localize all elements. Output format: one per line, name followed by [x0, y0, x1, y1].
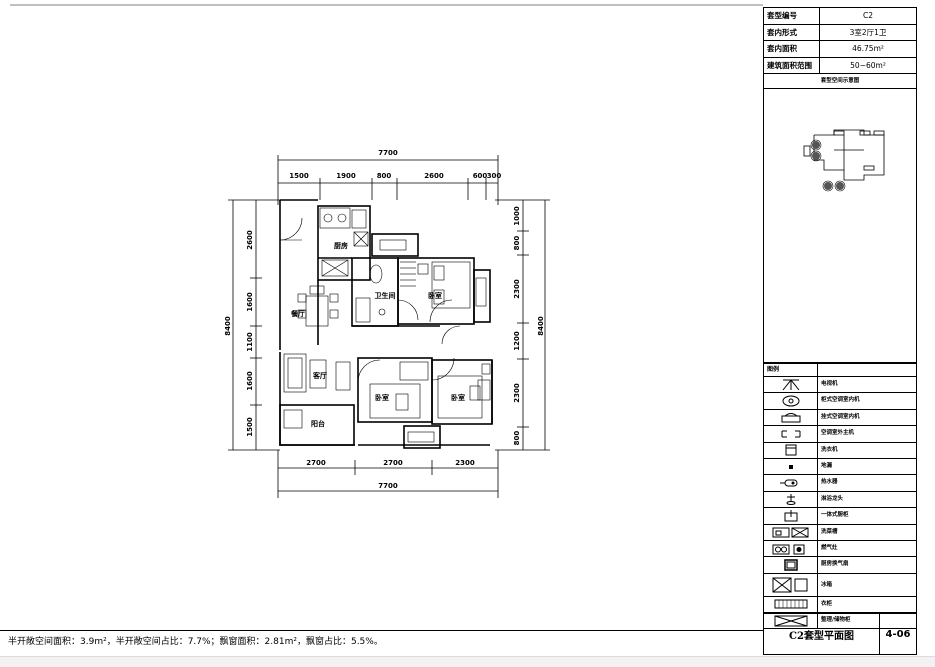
legend-item: 热水器: [764, 475, 916, 492]
ac-outdoor-icon: [781, 430, 800, 438]
info-row-range: 建筑面积范围 50~60m²: [764, 57, 916, 74]
legend: 图例 电视机 柜式空调室内机 挂式空调室内机 空调室外主机 洗衣机 地漏 热水: [764, 363, 916, 630]
dim-right-1: 1000: [513, 206, 521, 226]
dim-top-total: 7700: [378, 149, 398, 157]
legend-item: 淋浴龙头: [764, 491, 916, 509]
shower-icon: [786, 494, 795, 506]
drawing-number: 4-06: [885, 628, 911, 640]
info-panel: 套型编号 C2 套内形式 3室2厅1卫 套内面积 46.75m² 建筑面积范围 …: [763, 7, 917, 655]
room-bedroom-3: 卧室: [451, 393, 465, 402]
info-row-area: 套内面积 46.75m²: [764, 41, 916, 58]
info-row-code: 套型编号 C2: [764, 8, 916, 25]
footer-divider: [0, 630, 763, 631]
legend-item: 冰箱: [764, 573, 916, 597]
legend-item: 燃气灶: [764, 540, 916, 558]
window-bottom-strip: [0, 656, 935, 667]
dim-top-2: 1900: [336, 172, 356, 180]
dim-right-3: 2300: [513, 279, 521, 299]
dim-left-1: 2600: [246, 230, 254, 250]
dim-top-6: 300: [487, 172, 502, 180]
legend-item: 整理/储物柜: [764, 613, 916, 630]
dim-top-1: 1500: [289, 172, 309, 180]
dim-left-total: 8400: [224, 316, 232, 336]
integrated-cabinet-icon: [784, 509, 797, 522]
dim-bottom-total: 7700: [378, 482, 398, 490]
legend-item: 一体式厨柜: [764, 508, 916, 525]
legend-item: 空调室外主机: [764, 426, 916, 443]
drawing-title: C2套型平面图: [764, 614, 880, 654]
electric-box-icon: [782, 379, 799, 390]
legend-item: 地漏: [764, 458, 916, 476]
fridge-icon: [772, 577, 807, 593]
dim-top-5: 600: [473, 172, 488, 180]
water-heater-icon: [779, 479, 797, 487]
title-bar: C2套型平面图 4-06: [764, 613, 916, 654]
dim-right-6: 800: [513, 431, 521, 446]
dim-left-5: 1500: [246, 417, 254, 437]
legend-item: 衣柜: [764, 596, 916, 614]
room-dining: 餐厅: [290, 309, 305, 318]
dim-left-2: 1600: [246, 292, 254, 312]
washer-icon: [785, 444, 796, 456]
floor-plan: 7700 1500 1900 800 2600 600 300 2700 270…: [10, 4, 763, 498]
legend-item: 柜式空调室内机: [764, 393, 916, 410]
space-diagram: [764, 90, 916, 363]
dim-bottom-1: 2700: [306, 459, 326, 467]
wall-ac-icon: [781, 413, 800, 423]
area-footnote: 半开敞空间面积：3.9m²，半开敞空间占比：7.7%；飘窗面积：2.81m²，飘…: [8, 637, 383, 647]
stove-icon: [772, 527, 808, 538]
dim-top-4: 2600: [424, 172, 444, 180]
dim-right-5: 2300: [513, 383, 521, 403]
room-living: 客厅: [312, 371, 327, 380]
gas-meter-icon: [772, 544, 804, 555]
dim-left-4: 1600: [246, 371, 254, 391]
dim-bottom-3: 2300: [455, 459, 475, 467]
range-hood-icon: [783, 559, 798, 571]
room-bath: 卫生间: [375, 291, 396, 300]
legend-item: 电视机: [764, 377, 916, 394]
cabinet-ac-icon: [782, 395, 799, 407]
legend-item: 厨房换气扇: [764, 557, 916, 574]
dim-right-total: 8400: [537, 316, 545, 336]
dim-bottom-2: 2700: [383, 459, 403, 467]
room-kitchen: 厨房: [334, 241, 348, 250]
legend-item: 挂式空调室内机: [764, 409, 916, 427]
legend-item: 洗衣机: [764, 442, 916, 459]
dim-top-3: 800: [377, 172, 392, 180]
dim-right-2: 800: [513, 236, 521, 251]
room-bedroom-2: 卧室: [375, 393, 389, 402]
legend-header: 图例: [764, 364, 818, 376]
dim-right-4: 1200: [513, 331, 521, 351]
floor-drain-icon: [788, 464, 793, 469]
room-balcony: 阳台: [311, 419, 325, 428]
dim-left-3: 1100: [246, 332, 254, 352]
diagram-title: 套型空间示意图: [764, 74, 916, 89]
storage-icon: [774, 615, 807, 627]
info-row-form: 套内形式 3室2厅1卫: [764, 24, 916, 41]
shelf-icon: [774, 599, 807, 609]
room-bedroom-1: 卧室: [428, 291, 442, 300]
legend-item: 洗菜槽: [764, 524, 916, 541]
